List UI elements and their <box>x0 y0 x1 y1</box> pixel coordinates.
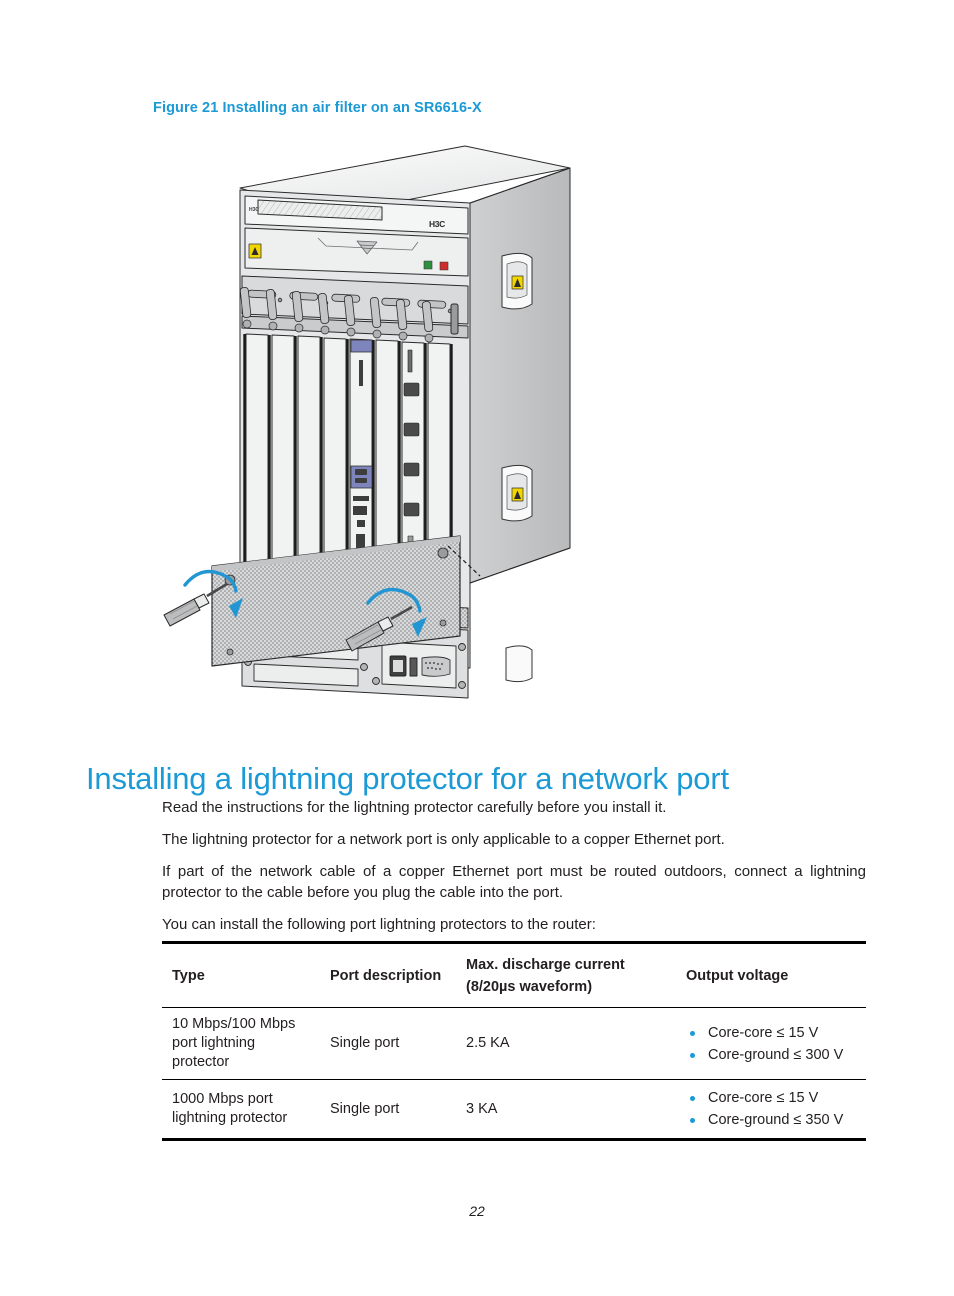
lightning-protector-table-wrapper: Type Port description Max. discharge cur… <box>162 941 866 1141</box>
paragraph-2: The lightning protector for a network po… <box>162 831 725 848</box>
cell-max-discharge-current: 2.5 KA <box>466 1035 510 1051</box>
bullet-icon <box>690 1030 695 1036</box>
output-voltage-list: Core-core ≤ 15 V Core-ground ≤ 350 V <box>686 1087 862 1131</box>
chassis-brand-label-left: H3C <box>249 207 259 213</box>
paragraph-1: Read the instructions for the lightning … <box>162 799 667 816</box>
column-header-output-voltage: Output voltage <box>686 968 789 984</box>
side-handle-lower <box>501 464 533 522</box>
column-header-max-discharge-current-line2: (8/20µs waveform) <box>466 979 593 995</box>
cell-type: 10 Mbps/100 Mbps port lightning protecto… <box>172 1016 296 1070</box>
list-item: Core-ground ≤ 350 V <box>686 1109 862 1131</box>
side-handle-upper <box>501 252 533 310</box>
rotation-arrow-right <box>366 587 427 637</box>
cell-output-voltage: Core-core ≤ 15 V Core-ground ≤ 300 V <box>676 1008 866 1080</box>
page-title: Installing a lightning protector for a n… <box>86 760 729 796</box>
page-number: 22 <box>469 1203 485 1219</box>
lightning-protector-table: Type Port description Max. discharge cur… <box>162 941 866 1141</box>
list-item: Core-core ≤ 15 V <box>686 1087 862 1109</box>
paragraph-4: You can install the following port light… <box>162 916 596 933</box>
screwdriver-right <box>345 605 413 652</box>
card-ejector-handles <box>239 287 469 343</box>
warning-label-icon <box>248 243 262 259</box>
cell-type: 1000 Mbps port lightning protector <box>172 1091 288 1126</box>
line-card-slots <box>243 333 453 602</box>
list-item-label: Core-ground ≤ 350 V <box>708 1112 844 1128</box>
status-led-indicators <box>423 260 449 271</box>
bullet-icon <box>690 1052 695 1058</box>
side-handle-bottom <box>505 645 533 683</box>
cell-port-description: Single port <box>330 1035 400 1051</box>
figure-illustration: H3C H3C <box>150 128 810 708</box>
list-item-label: Core-core ≤ 15 V <box>708 1090 819 1106</box>
cell-output-voltage: Core-core ≤ 15 V Core-ground ≤ 350 V <box>676 1080 866 1140</box>
column-header-port-description: Port description <box>330 968 442 984</box>
cell-max-discharge-current: 3 KA <box>466 1100 498 1117</box>
body-content: Read the instructions for the lightning … <box>162 797 866 935</box>
bullet-icon <box>690 1096 695 1101</box>
vent-icon <box>356 240 378 255</box>
figure-caption: Figure 21 Installing an air filter on an… <box>153 100 482 116</box>
column-header-max-discharge-current-line1: Max. discharge current <box>466 957 625 973</box>
list-item: Core-ground ≤ 300 V <box>686 1044 862 1066</box>
cell-port-description: Single port <box>330 1100 400 1117</box>
table-row: 10 Mbps/100 Mbps port lightning protecto… <box>162 1008 866 1080</box>
table-row: 1000 Mbps port lightning protector Singl… <box>162 1080 866 1140</box>
column-header-type: Type <box>172 968 205 984</box>
power-connector <box>389 655 451 677</box>
column-header-max-discharge-current: Max. discharge current (8/20µs waveform) <box>456 943 676 1008</box>
paragraph-3: If part of the network cable of a copper… <box>162 863 866 901</box>
table-header-row: Type Port description Max. discharge cur… <box>162 942 866 1008</box>
rotation-arrow-left <box>183 569 243 618</box>
chassis-brand-label: H3C <box>429 219 445 229</box>
router-chassis-drawing: H3C H3C <box>163 145 571 699</box>
callout-leader-line <box>447 545 481 577</box>
list-item: Core-core ≤ 15 V <box>686 1022 862 1044</box>
output-voltage-list: Core-core ≤ 15 V Core-ground ≤ 300 V <box>686 1022 862 1066</box>
screwdriver-left <box>163 582 228 627</box>
bullet-icon <box>690 1118 695 1123</box>
list-item-label: Core-core ≤ 15 V <box>708 1024 819 1041</box>
list-item-label: Core-ground ≤ 300 V <box>708 1046 844 1063</box>
